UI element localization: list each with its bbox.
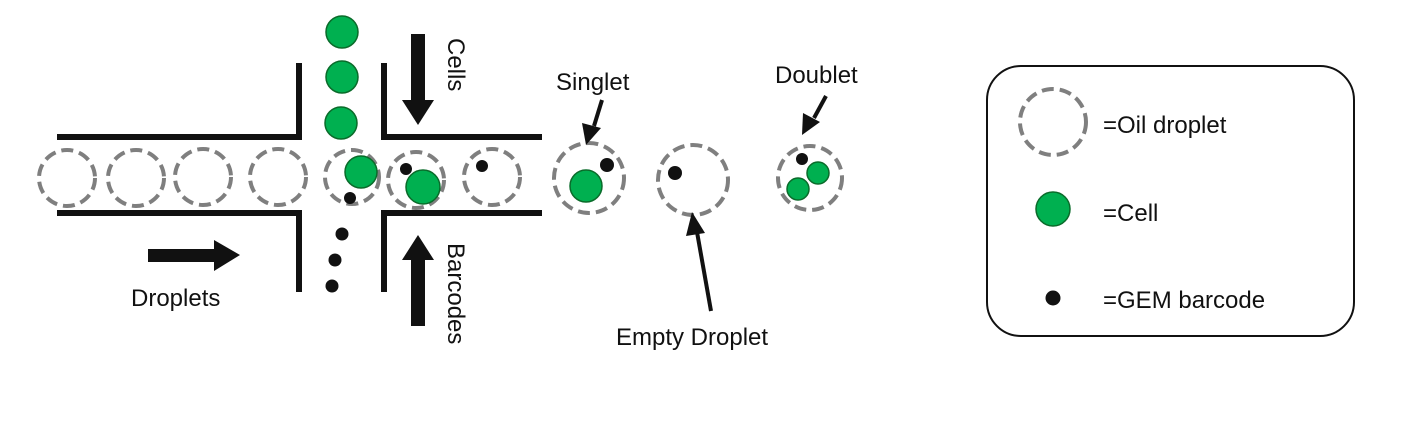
- droplet-barcode: [400, 163, 412, 175]
- singlet-droplet: [552, 141, 626, 215]
- doublet-pointer-line: [812, 95, 828, 119]
- empty-droplet-pointer-head: [686, 212, 705, 236]
- incoming-barcodes: [325, 227, 349, 293]
- doublet-barcode: [796, 153, 808, 165]
- channel-wall-bottom-right: [381, 210, 542, 292]
- legend-cell-label: =Cell: [1103, 200, 1158, 227]
- legend-oil-droplet-label: =Oil droplet: [1103, 112, 1227, 139]
- empty-channel-droplet: [173, 147, 233, 207]
- cells-arrow-shaft: [411, 34, 425, 102]
- singlet-label: Singlet: [556, 69, 630, 96]
- cells-label: Cells: [442, 38, 469, 91]
- incoming-cell: [325, 60, 359, 94]
- legend: =Oil droplet =Cell =GEM barcode: [986, 65, 1355, 337]
- doublet-label: Doublet: [775, 62, 858, 89]
- empty-droplet-barcode: [668, 166, 682, 180]
- legend-gem-barcode-swatch: [1045, 290, 1061, 306]
- incoming-barcode: [328, 253, 342, 267]
- droplet-barcode: [476, 160, 488, 172]
- doublet-pointer-head: [802, 113, 820, 135]
- barcodes-flow-arrow: [402, 235, 434, 326]
- legend-oil-droplet-swatch: [1018, 87, 1088, 157]
- droplets-arrow-head: [214, 240, 240, 271]
- empty-droplet: [656, 143, 730, 217]
- doublet-pointer-arrow: [802, 95, 828, 135]
- empty-droplet-outline: [656, 143, 730, 217]
- barcodes-label: Barcodes: [442, 243, 469, 344]
- droplet-cell: [344, 155, 378, 189]
- incoming-barcode: [325, 279, 339, 293]
- barcodes-arrow-head: [402, 235, 434, 260]
- channel-wall-top-right: [381, 63, 542, 140]
- empty-channel-droplet: [248, 147, 308, 207]
- doublet-cell: [806, 161, 830, 185]
- droplets-label: Droplets: [131, 285, 220, 312]
- empty-channel-droplet: [37, 148, 97, 208]
- cells-flow-arrow: [402, 34, 434, 125]
- output-droplets: [552, 141, 844, 217]
- singlet-pointer-line: [592, 99, 604, 127]
- singlet-barcode: [600, 158, 614, 172]
- droplet-cell: [405, 169, 441, 205]
- doublet-cell: [786, 177, 810, 201]
- barcodes-arrow-shaft: [411, 258, 425, 326]
- singlet-pointer-head: [582, 123, 601, 145]
- doublet-droplet: [776, 144, 844, 212]
- empty-channel-droplet: [106, 148, 166, 208]
- incoming-cells: [324, 15, 359, 140]
- cells-arrow-head: [402, 100, 434, 125]
- channel-wall-bottom-left: [57, 210, 302, 292]
- incoming-cell: [324, 106, 358, 140]
- empty-droplet-label: Empty Droplet: [616, 324, 768, 351]
- channel-droplets: [37, 147, 522, 210]
- channel-wall-top-left: [57, 63, 302, 140]
- droplets-arrow-shaft: [148, 249, 216, 262]
- droplets-flow-arrow: [148, 240, 240, 271]
- empty-droplet-pointer-arrow: [686, 212, 713, 312]
- barcode-channel-droplet: [462, 147, 522, 207]
- legend-gem-barcode-label: =GEM barcode: [1103, 287, 1265, 314]
- legend-cell-swatch: [1035, 191, 1071, 227]
- droplet-barcode: [344, 192, 356, 204]
- singlet-pointer-arrow: [582, 99, 604, 145]
- microfluidic-channel: [57, 63, 542, 292]
- singlet-cell: [569, 169, 603, 203]
- incoming-barcode: [335, 227, 349, 241]
- empty-droplet-pointer-line: [695, 231, 713, 312]
- incoming-cell: [325, 15, 359, 49]
